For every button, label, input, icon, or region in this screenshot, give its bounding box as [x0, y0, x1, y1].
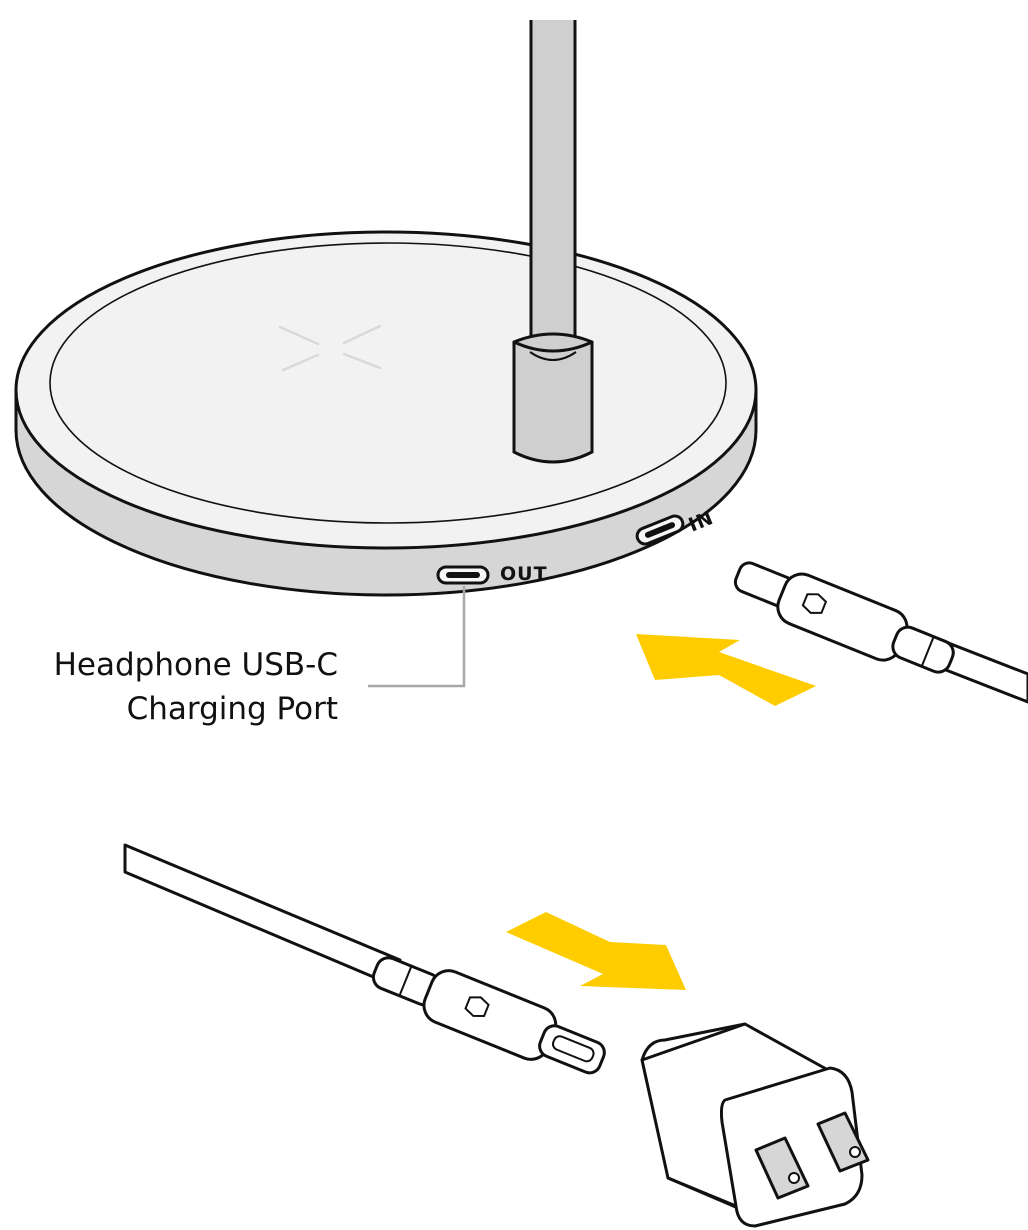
- callout-line-2: Charging Port: [126, 691, 338, 727]
- usb-c-cable-top: [733, 561, 1028, 704]
- brand-logo-icon: [801, 593, 828, 614]
- headphone-stand-stem-icon: [512, 20, 594, 464]
- base-inner-rim: [49, 242, 727, 524]
- direction-arrow-icon: [506, 912, 686, 990]
- stem-collar-top: [513, 340, 593, 353]
- brand-logo-icon: [464, 996, 490, 1017]
- adapter-front-face: [719, 1066, 864, 1228]
- stem-collar-ring: [529, 351, 577, 361]
- cable-bottom-wire: [123, 843, 402, 986]
- base-top-face: [14, 230, 758, 550]
- out-port-inner: [446, 572, 480, 578]
- usb-c-plug-tip-bottom: [538, 1024, 606, 1075]
- wireless-charging-base-icon: OUT IN: [14, 230, 758, 597]
- charging-port-callout: Headphone USB-C Charging Port: [54, 643, 338, 731]
- callout-leader-line: [368, 586, 466, 688]
- usb-c-cable-bottom: [123, 843, 606, 1075]
- qi-charging-mark-icon: [278, 324, 382, 372]
- usb-c-plug-icon: [776, 572, 909, 662]
- in-port-inner: [644, 522, 676, 538]
- direction-arrow-icon: [636, 634, 816, 706]
- wall-adapter-icon: [640, 1022, 870, 1228]
- callout-line-1: Headphone USB-C: [53, 647, 338, 683]
- out-port-label: OUT: [500, 563, 548, 585]
- strain-relief-top: [891, 625, 955, 674]
- stem-pole: [529, 20, 577, 354]
- adapter-edge: [640, 1022, 746, 1061]
- stem-collar: [512, 332, 594, 464]
